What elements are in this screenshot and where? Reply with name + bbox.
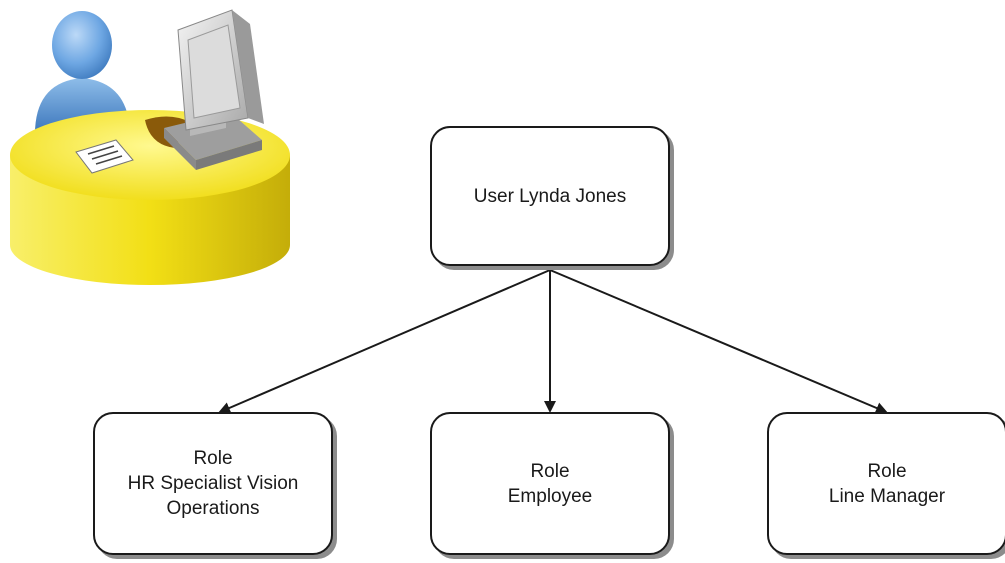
user-node: User Lynda Jones: [430, 126, 670, 266]
document-icon: [75, 139, 134, 174]
user-node-label: User Lynda Jones: [473, 185, 627, 207]
role-node-name-label: Line Manager: [828, 485, 946, 507]
user-workstation-icon: [10, 9, 290, 285]
role-node-type-label: Role: [193, 448, 233, 469]
desk-icon: [10, 110, 290, 285]
role-node-employee: Role Employee: [430, 412, 670, 555]
arrow-to-hr-specialist: [218, 269, 551, 414]
role-node-type-label: Role: [867, 460, 907, 482]
arrow-to-line-manager: [549, 269, 888, 414]
role-node-name-label: Employee: [507, 485, 593, 507]
role-node-name-label-cont: Operations: [166, 498, 260, 519]
computer-monitor-icon: [164, 9, 264, 170]
role-node-hr-specialist: Role HR Specialist Vision Operations: [93, 412, 333, 555]
role-node-line-manager: Role Line Manager: [767, 412, 1005, 555]
role-node-name-label: HR Specialist Vision: [127, 473, 299, 494]
role-node-type-label: Role: [530, 460, 570, 482]
